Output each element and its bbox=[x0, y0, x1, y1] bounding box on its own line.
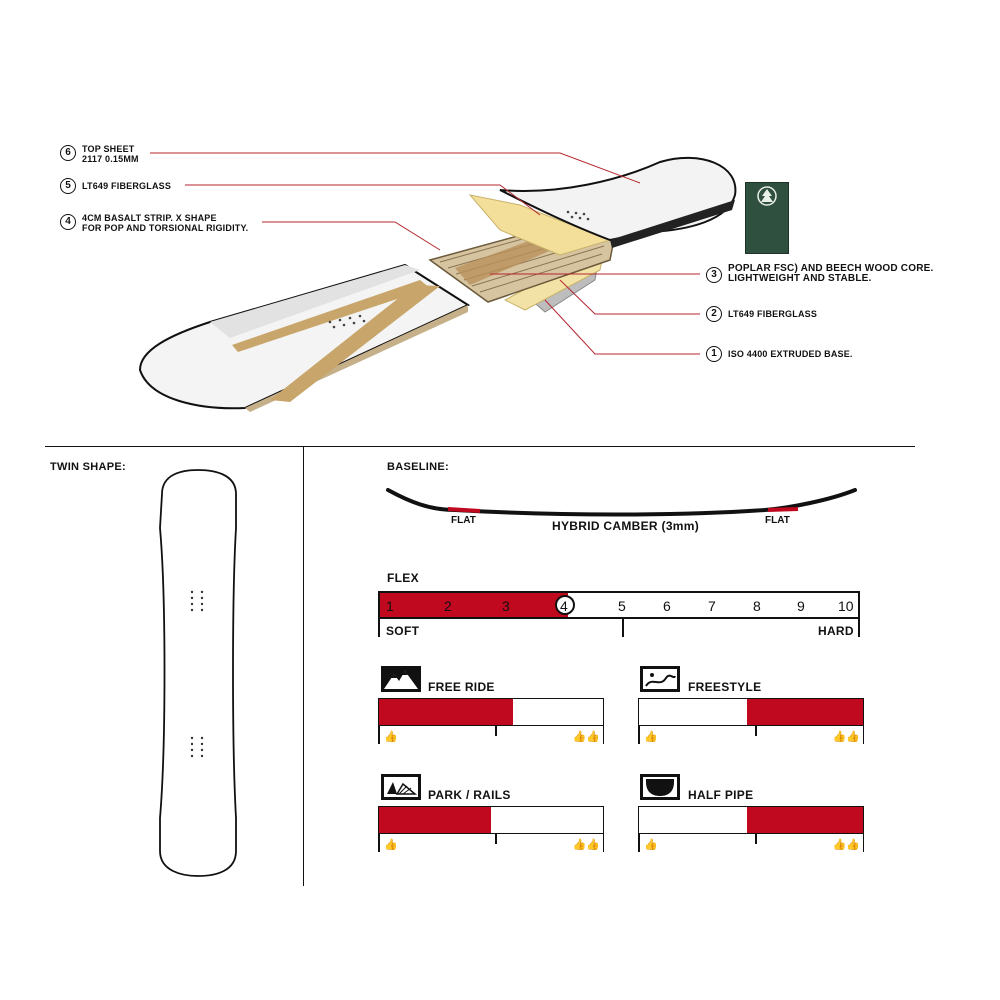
fsc-tree-icon bbox=[757, 186, 777, 206]
thumb-up-icon: 👍 bbox=[384, 731, 398, 743]
layer-1-number: 1 bbox=[706, 346, 722, 362]
horizontal-divider bbox=[45, 446, 915, 447]
leader-line-1 bbox=[544, 299, 700, 355]
flex-soft-label: SOFT bbox=[386, 624, 420, 638]
layer-3-number: 3 bbox=[706, 267, 722, 283]
flex-number-10: 10 bbox=[838, 598, 854, 614]
freestyle-bar bbox=[638, 698, 864, 726]
flex-number-9: 9 bbox=[797, 598, 805, 614]
flex-number-6: 6 bbox=[663, 598, 671, 614]
layer-diagram bbox=[138, 152, 737, 412]
park-rails-icon bbox=[381, 774, 421, 800]
leader-line-5 bbox=[185, 184, 541, 216]
flex-title: FLEX bbox=[387, 571, 419, 585]
board-front-section bbox=[138, 263, 471, 412]
park-rails-fill bbox=[379, 807, 491, 833]
layer-4-line1: 4CM BASALT STRIP. X SHAPE bbox=[82, 213, 217, 223]
flex-number-2: 2 bbox=[444, 598, 452, 614]
flex-number-7: 7 bbox=[708, 598, 716, 614]
thumb-up-icon: 👍 bbox=[384, 839, 398, 851]
flat-left-label: FLAT bbox=[451, 515, 476, 526]
leader-line-4 bbox=[262, 221, 441, 251]
camber-label: HYBRID CAMBER (3mm) bbox=[552, 519, 700, 533]
camber-profile bbox=[386, 488, 857, 517]
mountains-icon bbox=[381, 666, 421, 692]
freestyle-icon bbox=[640, 666, 680, 692]
free-ride-fill bbox=[379, 699, 514, 725]
freestyle-label: FREESTYLE bbox=[688, 680, 762, 694]
flex-number-5: 5 bbox=[618, 598, 626, 614]
layer-4-number: 4 bbox=[60, 214, 76, 230]
flex-number-3: 3 bbox=[502, 598, 510, 614]
half-pipe-fill bbox=[746, 807, 863, 833]
flex-scale-tick-mid bbox=[622, 619, 624, 637]
layer-2-number: 2 bbox=[706, 306, 722, 322]
flex-fill bbox=[380, 593, 568, 617]
layer-6-number: 6 bbox=[60, 145, 76, 161]
twin-shape-board bbox=[159, 469, 237, 877]
half-pipe-scale: 👍 👍👍 bbox=[638, 834, 864, 852]
top-fiberglass-layer bbox=[468, 194, 612, 256]
flex-hard-label: HARD bbox=[818, 624, 854, 638]
flex-number-1: 1 bbox=[386, 598, 394, 614]
half-pipe-bar bbox=[638, 806, 864, 834]
vertical-divider bbox=[303, 446, 304, 886]
layer-1-label: ISO 4400 EXTRUDED BASE. bbox=[728, 349, 853, 359]
flex-number-4: 4 bbox=[560, 598, 568, 614]
leader-line-6 bbox=[150, 152, 641, 184]
layer-4-line2: FOR POP AND TORSIONAL RIGIDITY. bbox=[82, 223, 249, 233]
layer-3-label: POPLAR FSC) AND BEECH WOOD CORE. LIGHTWE… bbox=[728, 264, 933, 284]
layer-2-label: LT649 FIBERGLASS bbox=[728, 309, 818, 319]
layer-6-label: TOP SHEET 2117 0.15MM bbox=[82, 144, 139, 164]
free-ride-label: FREE RIDE bbox=[428, 680, 495, 694]
thumbs-up-double-icon: 👍👍 bbox=[832, 839, 860, 851]
free-ride-bar bbox=[378, 698, 604, 726]
flex-value-circle bbox=[555, 595, 575, 615]
flex-number-8: 8 bbox=[753, 598, 761, 614]
park-rails-label: PARK / RAILS bbox=[428, 788, 511, 802]
thumbs-up-double-icon: 👍👍 bbox=[572, 839, 600, 851]
leader-line-2 bbox=[559, 279, 700, 315]
layer-3-line1: POPLAR FSC) AND BEECH WOOD CORE. bbox=[728, 263, 934, 274]
layer-3-line2: LIGHTWEIGHT AND STABLE. bbox=[728, 273, 872, 284]
thumbs-up-double-icon: 👍👍 bbox=[832, 731, 860, 743]
park-rails-bar bbox=[378, 806, 604, 834]
layer-6-line2: 2117 0.15MM bbox=[82, 154, 139, 164]
baseline-title: BASELINE: bbox=[387, 461, 449, 473]
freestyle-scale: 👍 👍👍 bbox=[638, 726, 864, 744]
flat-right-label: FLAT bbox=[765, 515, 790, 526]
half-pipe-icon bbox=[640, 774, 680, 800]
fsc-logo bbox=[745, 182, 789, 254]
freestyle-fill bbox=[746, 699, 863, 725]
layer-5-number: 5 bbox=[60, 178, 76, 194]
half-pipe-label: HALF PIPE bbox=[688, 788, 754, 802]
thumb-up-icon: 👍 bbox=[644, 731, 658, 743]
flex-bar bbox=[378, 591, 860, 619]
thumb-up-icon: 👍 bbox=[644, 839, 658, 851]
free-ride-scale: 👍 👍👍 bbox=[378, 726, 604, 744]
flex-scale-tick-left bbox=[378, 619, 380, 637]
flex-scale-tick-right bbox=[858, 619, 860, 637]
twin-shape-title: TWIN SHAPE: bbox=[50, 461, 127, 473]
layer-4-label: 4CM BASALT STRIP. X SHAPE FOR POP AND TO… bbox=[82, 213, 248, 233]
layer-5-label: LT649 FIBERGLASS bbox=[82, 181, 172, 191]
park-rails-scale: 👍 👍👍 bbox=[378, 834, 604, 852]
layer-6-line1: TOP SHEET bbox=[82, 144, 135, 154]
thumbs-up-double-icon: 👍👍 bbox=[572, 731, 600, 743]
